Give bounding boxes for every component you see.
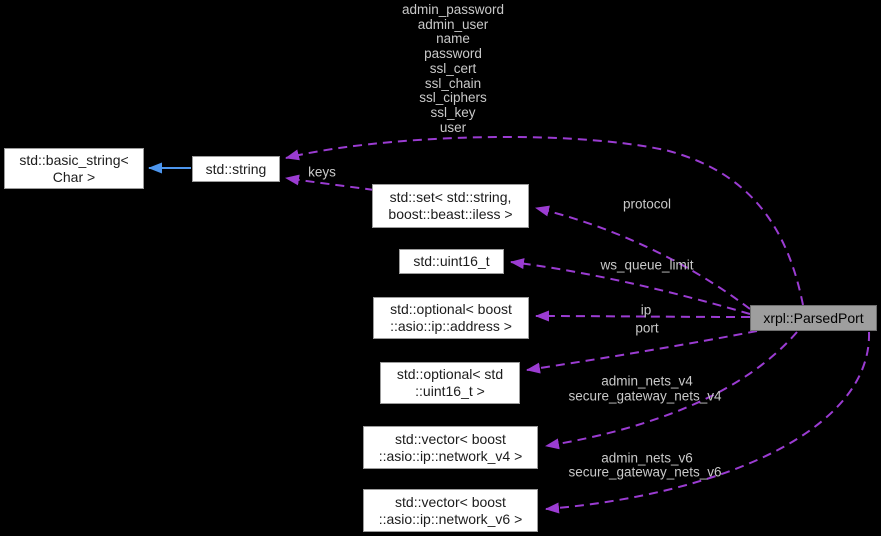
edge-label-admin-nets-v4: admin_nets_v4 [601, 373, 693, 389]
node-std-set[interactable]: std::set< std::string, boost::beast::ile… [372, 184, 529, 228]
edge-label: admin_password [401, 2, 505, 17]
node-optional-uint16[interactable]: std::optional< std ::uint16_t > [380, 362, 520, 404]
node-label-line: std::vector< boost [395, 430, 506, 447]
edge-keys [285, 174, 375, 191]
edge-label-admin-nets-v6: admin_nets_v6 [601, 450, 693, 466]
node-std-string[interactable]: std::string [192, 156, 280, 182]
edge-label: name [436, 31, 470, 47]
edge-ws-queue-limit [510, 258, 751, 315]
edge-label: ssl_chain [424, 75, 482, 91]
node-std-basic-string[interactable]: std::basic_string< Char > [4, 148, 144, 189]
node-label-line: std::string [205, 160, 267, 177]
node-label-line: ::asio::ip::network_v4 > [378, 447, 523, 464]
string-member-labels: admin_password admin_user name password … [338, 2, 568, 135]
edge-label: ssl_cert [429, 60, 477, 76]
node-label-line: ::uint16_t > [415, 383, 485, 399]
node-xrpl-parsedport: xrpl::ParsedPort [750, 305, 877, 331]
node-vector-network-v6[interactable]: std::vector< boost ::asio::ip::network_v… [363, 489, 538, 532]
node-label-line: std::vector< boost [395, 493, 506, 510]
node-label-line: ::asio::ip::address > [390, 318, 512, 334]
node-label-line: std::optional< std [396, 366, 504, 382]
edge-label: admin_user [417, 16, 489, 32]
edge-label: user [439, 119, 467, 135]
edge-label-protocol: protocol [622, 196, 672, 212]
edge-label: ssl_key [430, 104, 476, 120]
edge-label-port: port [635, 320, 659, 336]
node-label-line: std::optional< boost [390, 301, 512, 317]
edge-label: ssl_ciphers [419, 90, 487, 106]
edge-label-secure-gateway-nets-v6: secure_gateway_nets_v6 [568, 464, 722, 480]
node-optional-address[interactable]: std::optional< boost ::asio::ip::address… [373, 297, 529, 339]
edge-ip [535, 310, 751, 322]
edge-label-secure-gateway-nets-v4: secure_gateway_nets_v4 [568, 388, 722, 404]
node-std-uint16-t[interactable]: std::uint16_t [399, 249, 504, 274]
node-label-line: std::basic_string< [19, 151, 129, 168]
node-label-line: ::asio::ip::network_v6 > [378, 510, 523, 527]
node-label-line: std::uint16_t [413, 253, 490, 269]
edge-string-members [285, 135, 804, 306]
edge-port [526, 330, 758, 374]
node-label-line: std::set< std::string, [389, 189, 512, 205]
edge-nets-v6 [545, 331, 871, 514]
edge-label-ip: ip [640, 302, 652, 318]
edge-label-ws-queue-limit: ws_queue_limit [600, 257, 694, 273]
node-label-line: Char > [52, 168, 96, 185]
node-label-line: xrpl::ParsedPort [763, 309, 864, 326]
node-vector-network-v4[interactable]: std::vector< boost ::asio::ip::network_v… [363, 426, 538, 469]
node-label-line: boost::beast::iless > [388, 206, 513, 222]
edge-label: password [424, 46, 482, 62]
edge-label-keys: keys [308, 164, 336, 180]
edge-nets-v4 [545, 331, 798, 450]
